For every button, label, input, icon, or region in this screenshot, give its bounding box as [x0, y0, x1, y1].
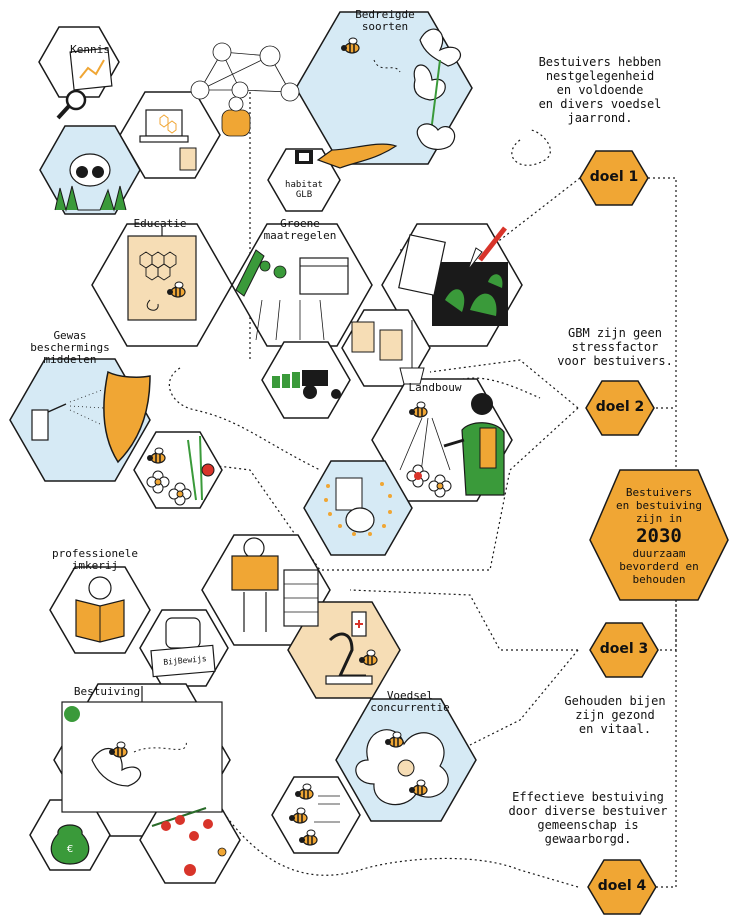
doel-1-hexagon — [579, 150, 649, 206]
educatie-illustration — [127, 226, 197, 321]
binoculars-illustration — [54, 153, 127, 212]
line-doel3-to-imkerij — [349, 589, 578, 651]
network-illustration — [190, 42, 300, 137]
curl-1 — [511, 129, 551, 166]
central-goal-line-1: Bestuivers — [625, 486, 693, 499]
label-gewas: Gewas beschermings middelen — [30, 329, 110, 366]
doel-4-description: Effectieve bestuiving door diverse bestu… — [508, 790, 668, 846]
gewas-flowers-illustration — [146, 435, 215, 506]
gewas-illustration — [31, 370, 151, 464]
kennis-document-illustration — [56, 47, 113, 120]
line-doel4-to-central — [656, 600, 677, 888]
central-goal-line-4: duurzaam — [632, 547, 686, 560]
doel-4-label: doel 4 — [597, 878, 647, 894]
seed-packets-illustration — [351, 320, 425, 385]
habitat-logo-illustration — [295, 150, 313, 164]
label-bedreigde-soorten: Bedreigde soorten — [355, 8, 415, 33]
label-professionele-imkerij: professionele imkerij — [51, 547, 139, 572]
laptop-illustration — [139, 109, 197, 171]
central-goal-line-5: bevorderd en — [619, 560, 699, 573]
doel-2-description: GBM zijn geen stressfactor voor bestuive… — [557, 326, 673, 368]
label-kennis: Kennis — [70, 43, 110, 56]
svg-text:€: € — [67, 844, 73, 855]
bedreigde-soorten-illustration — [316, 28, 461, 169]
bestuiving-illustration — [61, 686, 223, 813]
line-doel2-to-landbouw — [429, 359, 579, 409]
central-goal-hexagon — [589, 469, 729, 601]
doel-3-hexagon — [589, 622, 659, 678]
central-goal-text: Bestuivers en bestuiving zijn in 2030 du… — [600, 486, 718, 586]
doel-3-description: Gehouden bijen zijn gezond en vitaal. — [564, 694, 666, 736]
garden-illustration — [398, 226, 508, 326]
doel-1-label: doel 1 — [589, 169, 639, 185]
money-bag-illustration: € — [50, 824, 90, 865]
imkerij-book-illustration — [75, 576, 125, 643]
bee-species-illustration — [288, 783, 340, 846]
doel-2-hexagon — [585, 380, 655, 436]
voedsel-concurrentie-illustration — [355, 729, 449, 806]
doel-2-label: doel 2 — [595, 399, 645, 415]
doel-4-hexagon — [587, 859, 657, 915]
line-doel3-to-voedsel — [469, 649, 579, 746]
hex-habitat-logo — [267, 148, 341, 212]
doel-1-description: Bestuivers hebben nestgelegenheid en vol… — [538, 55, 662, 125]
tractor-illustration — [272, 370, 341, 399]
label-groene-maatregelen: Groene maatregelen — [263, 217, 337, 242]
line-doel1-to-hexes — [399, 177, 581, 251]
label-voedsel-concurrentie: Voedsel concurrentie — [370, 689, 450, 714]
landbouw-illustration — [399, 393, 505, 498]
bijbewijs-illustration — [150, 617, 216, 678]
label-educatie: Educatie — [133, 217, 187, 230]
beekeeper-illustration — [231, 537, 319, 632]
central-goal-line-3: zijn in — [635, 512, 683, 525]
habitat-logo-text: habitat GLB — [285, 180, 323, 200]
groene-maatregelen-illustration — [235, 249, 349, 341]
central-goal-year: 2030 — [636, 525, 682, 547]
label-landbouw: Landbouw — [408, 381, 462, 394]
line-doel2-to-gewas — [209, 407, 579, 571]
apple-tree-illustration — [151, 807, 227, 876]
microscope-illustration — [325, 611, 378, 685]
central-goal-line-6: behouden — [632, 573, 686, 586]
connector-lines — [168, 92, 677, 888]
line-doel3-to-central — [660, 600, 677, 651]
central-goal-line-2: en bestuiving — [615, 499, 703, 512]
doel-3-label: doel 3 — [599, 641, 649, 657]
line-doel4-to-bestuiving — [214, 799, 579, 888]
label-bestuiving: Bestuiving — [73, 685, 141, 698]
eu-subsidy-illustration — [324, 477, 392, 536]
